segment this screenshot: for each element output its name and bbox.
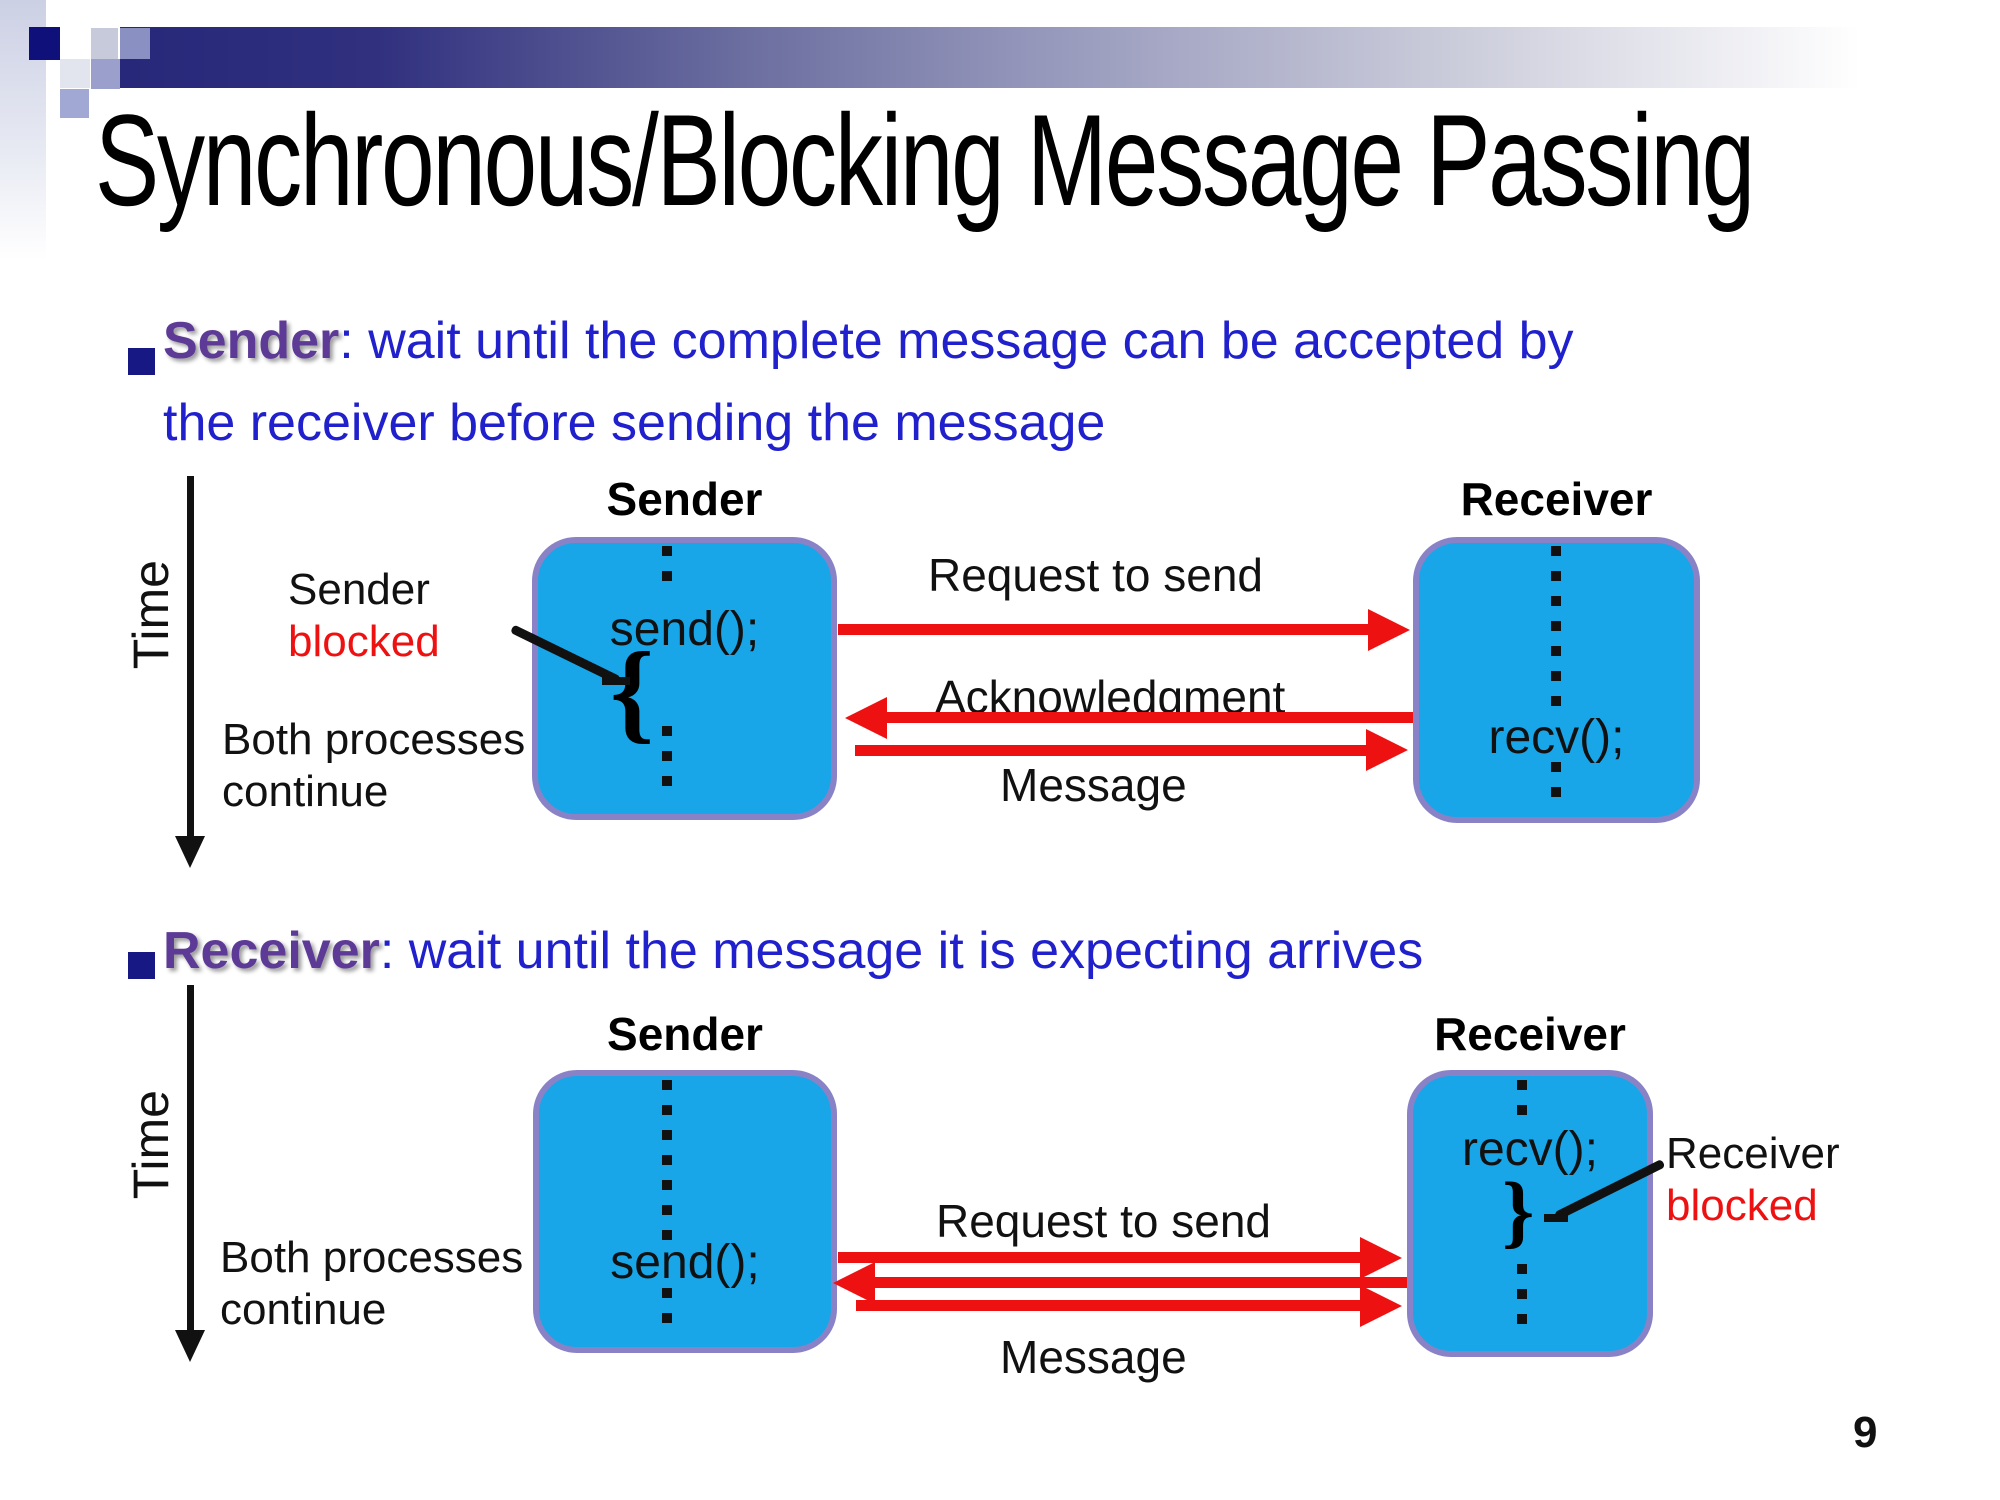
deco-square — [120, 28, 150, 59]
receiver-box-title: Receiver — [1460, 473, 1653, 525]
message-arrow-line — [855, 745, 1368, 756]
request-arrow-line — [838, 1252, 1362, 1263]
blocked-line1: Receiver — [1666, 1129, 1840, 1178]
recv-call: recv(); — [1462, 1123, 1598, 1176]
deco-square — [60, 89, 89, 118]
sender-box-title: Sender — [606, 473, 763, 525]
time-axis-line — [187, 985, 194, 1330]
request-to-send-label: Request to send — [928, 549, 1264, 601]
code-ellipsis — [1551, 546, 1561, 706]
send-call: send(); — [610, 1236, 760, 1289]
sender-blocked-label: Sender blocked — [288, 564, 440, 668]
ack-arrow-head — [845, 697, 887, 739]
bullet-item-receiver: Receiver: wait until the message it is e… — [163, 910, 1423, 992]
bullet-marker — [128, 952, 155, 979]
bullet-keyword: Receiver — [163, 922, 380, 980]
page-title: Synchronous/Blocking Message Passing — [95, 87, 1755, 233]
time-axis-label: Time — [123, 560, 179, 670]
blocked-line2: blocked — [1666, 1181, 1818, 1230]
bullet-rest: : wait until the message it is expecting… — [379, 922, 1424, 980]
code-ellipsis — [662, 1080, 672, 1240]
deco-square — [91, 59, 120, 89]
time-axis-label: Time — [123, 1090, 179, 1200]
recv-call: recv(); — [1488, 711, 1625, 764]
message-label: Message — [1000, 1331, 1187, 1383]
blocked-brace: { — [610, 630, 655, 754]
code-ellipsis — [1517, 1264, 1527, 1324]
header-bar — [120, 27, 1952, 88]
request-arrow-head — [1360, 1237, 1402, 1279]
message-arrow-line — [856, 1300, 1362, 1311]
page-number: 9 — [1853, 1408, 1878, 1457]
time-axis-line — [187, 476, 194, 836]
deco-square — [60, 59, 90, 88]
time-axis-arrowhead — [175, 1330, 205, 1362]
sender-process-box — [532, 537, 837, 820]
time-axis-arrowhead — [175, 836, 205, 868]
bullet-line: Sender: wait until the complete message … — [163, 300, 1574, 382]
ack-arrow-head — [833, 1262, 875, 1304]
bullet-line: the receiver before sending the message — [163, 394, 1106, 452]
code-ellipsis — [1517, 1080, 1527, 1115]
deco-square — [29, 27, 60, 60]
ack-arrow-line — [873, 1277, 1407, 1288]
bullet-keyword: Sender — [163, 312, 340, 370]
both-processes-label: Both processes continue — [222, 714, 525, 818]
blocked-brace: } — [1502, 1165, 1535, 1256]
receiver-process-box — [1407, 1070, 1653, 1357]
send-call: send(); — [609, 603, 760, 656]
message-arrow-head — [1366, 729, 1408, 771]
continue-line1: Both processes — [220, 1233, 524, 1282]
continue-line1: Both processes — [222, 715, 526, 764]
code-ellipsis — [1551, 762, 1561, 797]
continue-line2: continue — [222, 767, 389, 816]
request-arrow-head — [1368, 609, 1410, 651]
sender-box-title: Sender — [607, 1008, 763, 1060]
sender-process-box — [533, 1070, 837, 1353]
deco-square — [91, 28, 118, 59]
receiver-box-title: Receiver — [1434, 1008, 1626, 1060]
continue-line2: continue — [220, 1285, 387, 1334]
message-label: Message — [1000, 759, 1187, 811]
code-ellipsis — [662, 1288, 672, 1323]
bullet-marker — [128, 348, 155, 375]
code-ellipsis — [662, 546, 672, 581]
code-ellipsis — [662, 726, 672, 786]
request-arrow-line — [838, 624, 1370, 635]
bullet-line: Receiver: wait until the message it is e… — [163, 910, 1423, 992]
request-to-send-label: Request to send — [936, 1195, 1272, 1247]
ack-arrow-line — [885, 712, 1413, 723]
bullet-rest: : wait until the complete message can be… — [339, 312, 1574, 370]
message-arrow-head — [1360, 1285, 1402, 1327]
receiver-blocked-label: Receiver blocked — [1666, 1128, 1840, 1232]
blocked-line2: blocked — [288, 617, 440, 666]
both-processes-label: Both processes continue — [220, 1232, 523, 1336]
bullet-item-sender: Sender: wait until the complete message … — [163, 300, 1574, 464]
blocked-line1: Sender — [288, 565, 430, 614]
